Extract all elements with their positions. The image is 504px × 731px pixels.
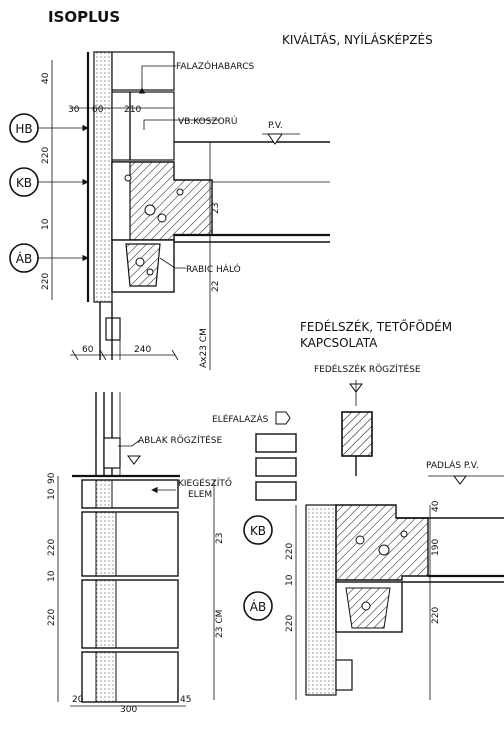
dim-220-e: 220 bbox=[285, 543, 295, 560]
label-ablak-rogzitese: ABLAK RÖGZÍTÉSE bbox=[138, 434, 222, 446]
section-title-roof-2: KAPCSOLATA bbox=[300, 336, 378, 350]
svg-text:HB: HB bbox=[15, 122, 32, 136]
dim-10-c: 10 bbox=[47, 570, 57, 582]
dim-10: 10 bbox=[41, 218, 51, 230]
dim-240: 240 bbox=[134, 345, 151, 355]
roof-section bbox=[295, 380, 504, 700]
dim-23: 23 bbox=[211, 203, 221, 214]
label-kiegeszito: KIEGÉSZÍTŐ bbox=[178, 477, 232, 489]
label-pv: P.V. bbox=[268, 121, 283, 131]
label-padlas-pv: PADLÁS P.V. bbox=[426, 459, 479, 471]
dim-90: 90 bbox=[47, 472, 57, 484]
dim-10-d: 10 bbox=[285, 574, 295, 586]
dim-23cm: 23 CM bbox=[215, 610, 225, 638]
section-title-roof-1: FEDÉLSZÉK, TETŐFÖDÉM bbox=[300, 318, 452, 334]
label-rabic-halo: RABIC HÁLÓ bbox=[186, 263, 241, 275]
dim-220-f: 220 bbox=[285, 615, 295, 632]
marker-ab-roof: ÁB bbox=[243, 591, 273, 621]
marker-ab: ÁB bbox=[9, 243, 89, 273]
svg-text:ÁB: ÁB bbox=[250, 599, 266, 614]
marker-kb-roof: KB bbox=[243, 515, 273, 545]
dim-40-roof: 40 bbox=[431, 500, 441, 512]
dim-220-c: 220 bbox=[47, 539, 57, 556]
dim-220-b: 220 bbox=[41, 273, 51, 290]
label-fedelszek-rogzitese: FEDÉLSZÉK RÖGZÍTÉSE bbox=[314, 363, 421, 375]
dim-45: 45 bbox=[180, 695, 191, 705]
window-section bbox=[57, 392, 215, 707]
dim-220-d: 220 bbox=[47, 609, 57, 626]
dim-210: 210 bbox=[124, 105, 141, 115]
dim-220-g: 220 bbox=[431, 607, 441, 624]
svg-text:ÁB: ÁB bbox=[16, 251, 32, 266]
dim-23-b: 23 bbox=[215, 533, 225, 544]
label-vb-koszoru: VB.KOSZORÚ bbox=[178, 115, 238, 127]
label-elem: ELEM bbox=[188, 490, 212, 500]
label-falazohabarcs: FALAZÓHABARCS bbox=[176, 60, 254, 72]
dim-22: 22 bbox=[211, 281, 221, 292]
svg-text:KB: KB bbox=[250, 524, 266, 538]
section-title-opening: KIVÁLTÁS, NYÍLÁSKÉPZÉS bbox=[282, 32, 433, 47]
wall-section-top bbox=[51, 51, 330, 370]
dim-300: 300 bbox=[120, 705, 137, 715]
elefalazas-blocks bbox=[255, 411, 297, 501]
dim-60: 60 bbox=[92, 105, 104, 115]
dim-10-b: 10 bbox=[47, 488, 57, 500]
marker-hb: HB bbox=[9, 113, 89, 143]
dim-60-bottom: 60 bbox=[82, 345, 94, 355]
dim-40: 40 bbox=[41, 72, 51, 84]
marker-kb: KB bbox=[9, 167, 89, 197]
dim-220-a: 220 bbox=[41, 147, 51, 164]
dim-30: 30 bbox=[68, 105, 80, 115]
dim-ax23: Ax23 CM bbox=[199, 328, 209, 368]
svg-text:KB: KB bbox=[16, 176, 32, 190]
label-elefalazas: ELÉFALAZÁS bbox=[212, 413, 269, 425]
brand-title: ISOPLUS bbox=[48, 8, 120, 26]
dim-20: 20 bbox=[72, 695, 84, 705]
dim-190: 190 bbox=[431, 539, 441, 556]
